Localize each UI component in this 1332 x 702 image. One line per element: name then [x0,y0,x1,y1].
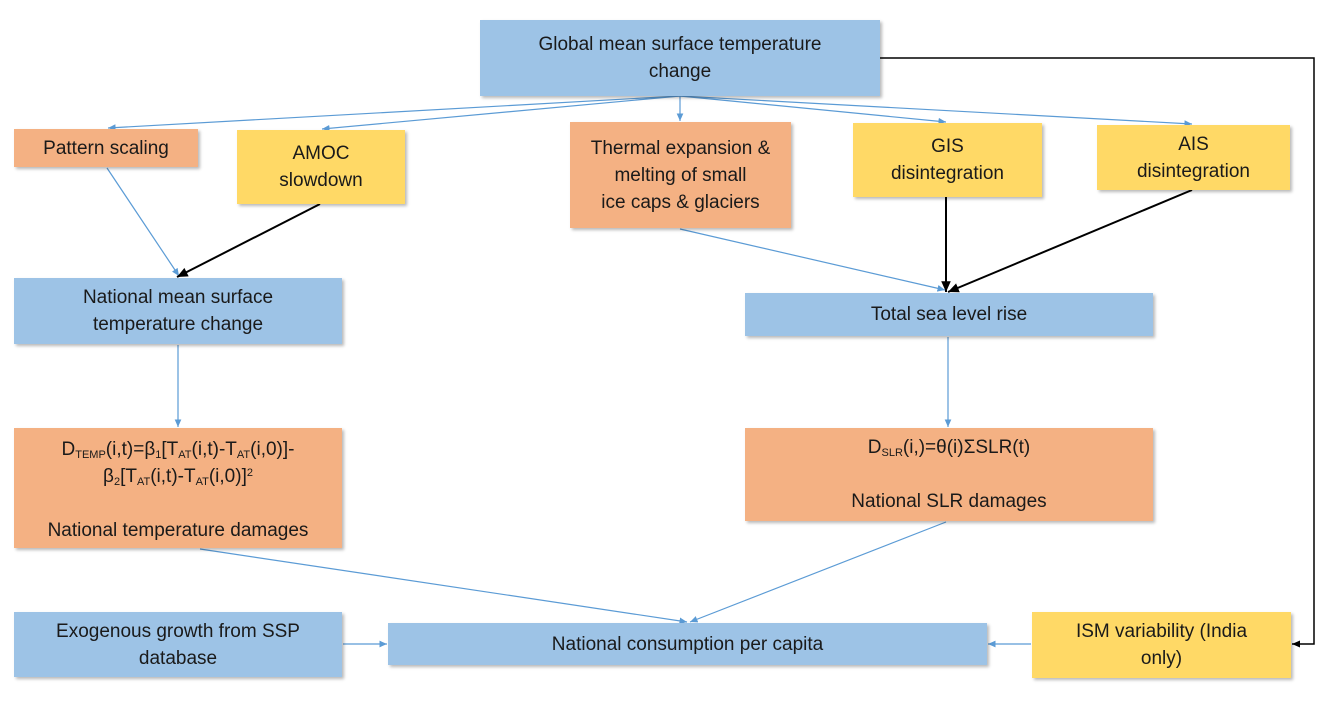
node-pattern-scaling: Pattern scaling [14,129,198,167]
temperature-damages-label: National temperature damages [47,520,309,541]
arrow-ais-to-slr [947,189,1193,293]
arrow-global-to-ais [679,95,1193,127]
node-national-temperature-change: National mean surface temperature change [14,278,342,344]
arrow-global-to-ism [880,57,1315,648]
node-exogenous-growth: Exogenous growth from SSP database [14,612,342,677]
temperature-damage-equation-line2: β2[TAT(i,t)-TAT(i,0)]2 [103,466,253,488]
arrow-pattern-to-national-temp [106,167,180,277]
node-temperature-damages: DTEMP(i,t)=β1[TAT(i,t)-TAT(i,0)]- β2[TAT… [14,428,342,548]
node-gis-disintegration: GIS disintegration [853,123,1042,197]
node-national-consumption: National consumption per capita [388,623,987,665]
arrow-temp-damages-to-consumption [199,548,688,625]
slr-damage-equation: DSLR(i,)=θ(i)ΣSLR(t) [867,437,1031,459]
node-global-temperature: Global mean surface temperature change [480,20,880,96]
arrow-slr-damages-to-consumption [689,521,947,623]
node-ais-disintegration: AIS disintegration [1097,125,1290,190]
arrow-global-to-gis [679,95,947,125]
arrow-global-to-pattern [107,95,681,131]
slr-damages-label: National SLR damages [851,491,1047,512]
node-slr-damages: DSLR(i,)=θ(i)ΣSLR(t) National SLR damage… [745,428,1153,521]
node-total-sea-level-rise: Total sea level rise [745,293,1153,336]
node-ism-variability: ISM variability (India only) [1032,612,1291,678]
temperature-damage-equation-line1: DTEMP(i,t)=β1[TAT(i,t)-TAT(i,0)]- [61,439,295,461]
node-thermal-expansion: Thermal expansion & melting of small ice… [570,122,791,228]
node-amoc-slowdown: AMOC slowdown [237,130,405,204]
arrow-amoc-to-national-temp [176,203,321,278]
arrow-global-to-amoc [321,95,681,132]
arrow-thermal-to-slr [679,228,946,292]
